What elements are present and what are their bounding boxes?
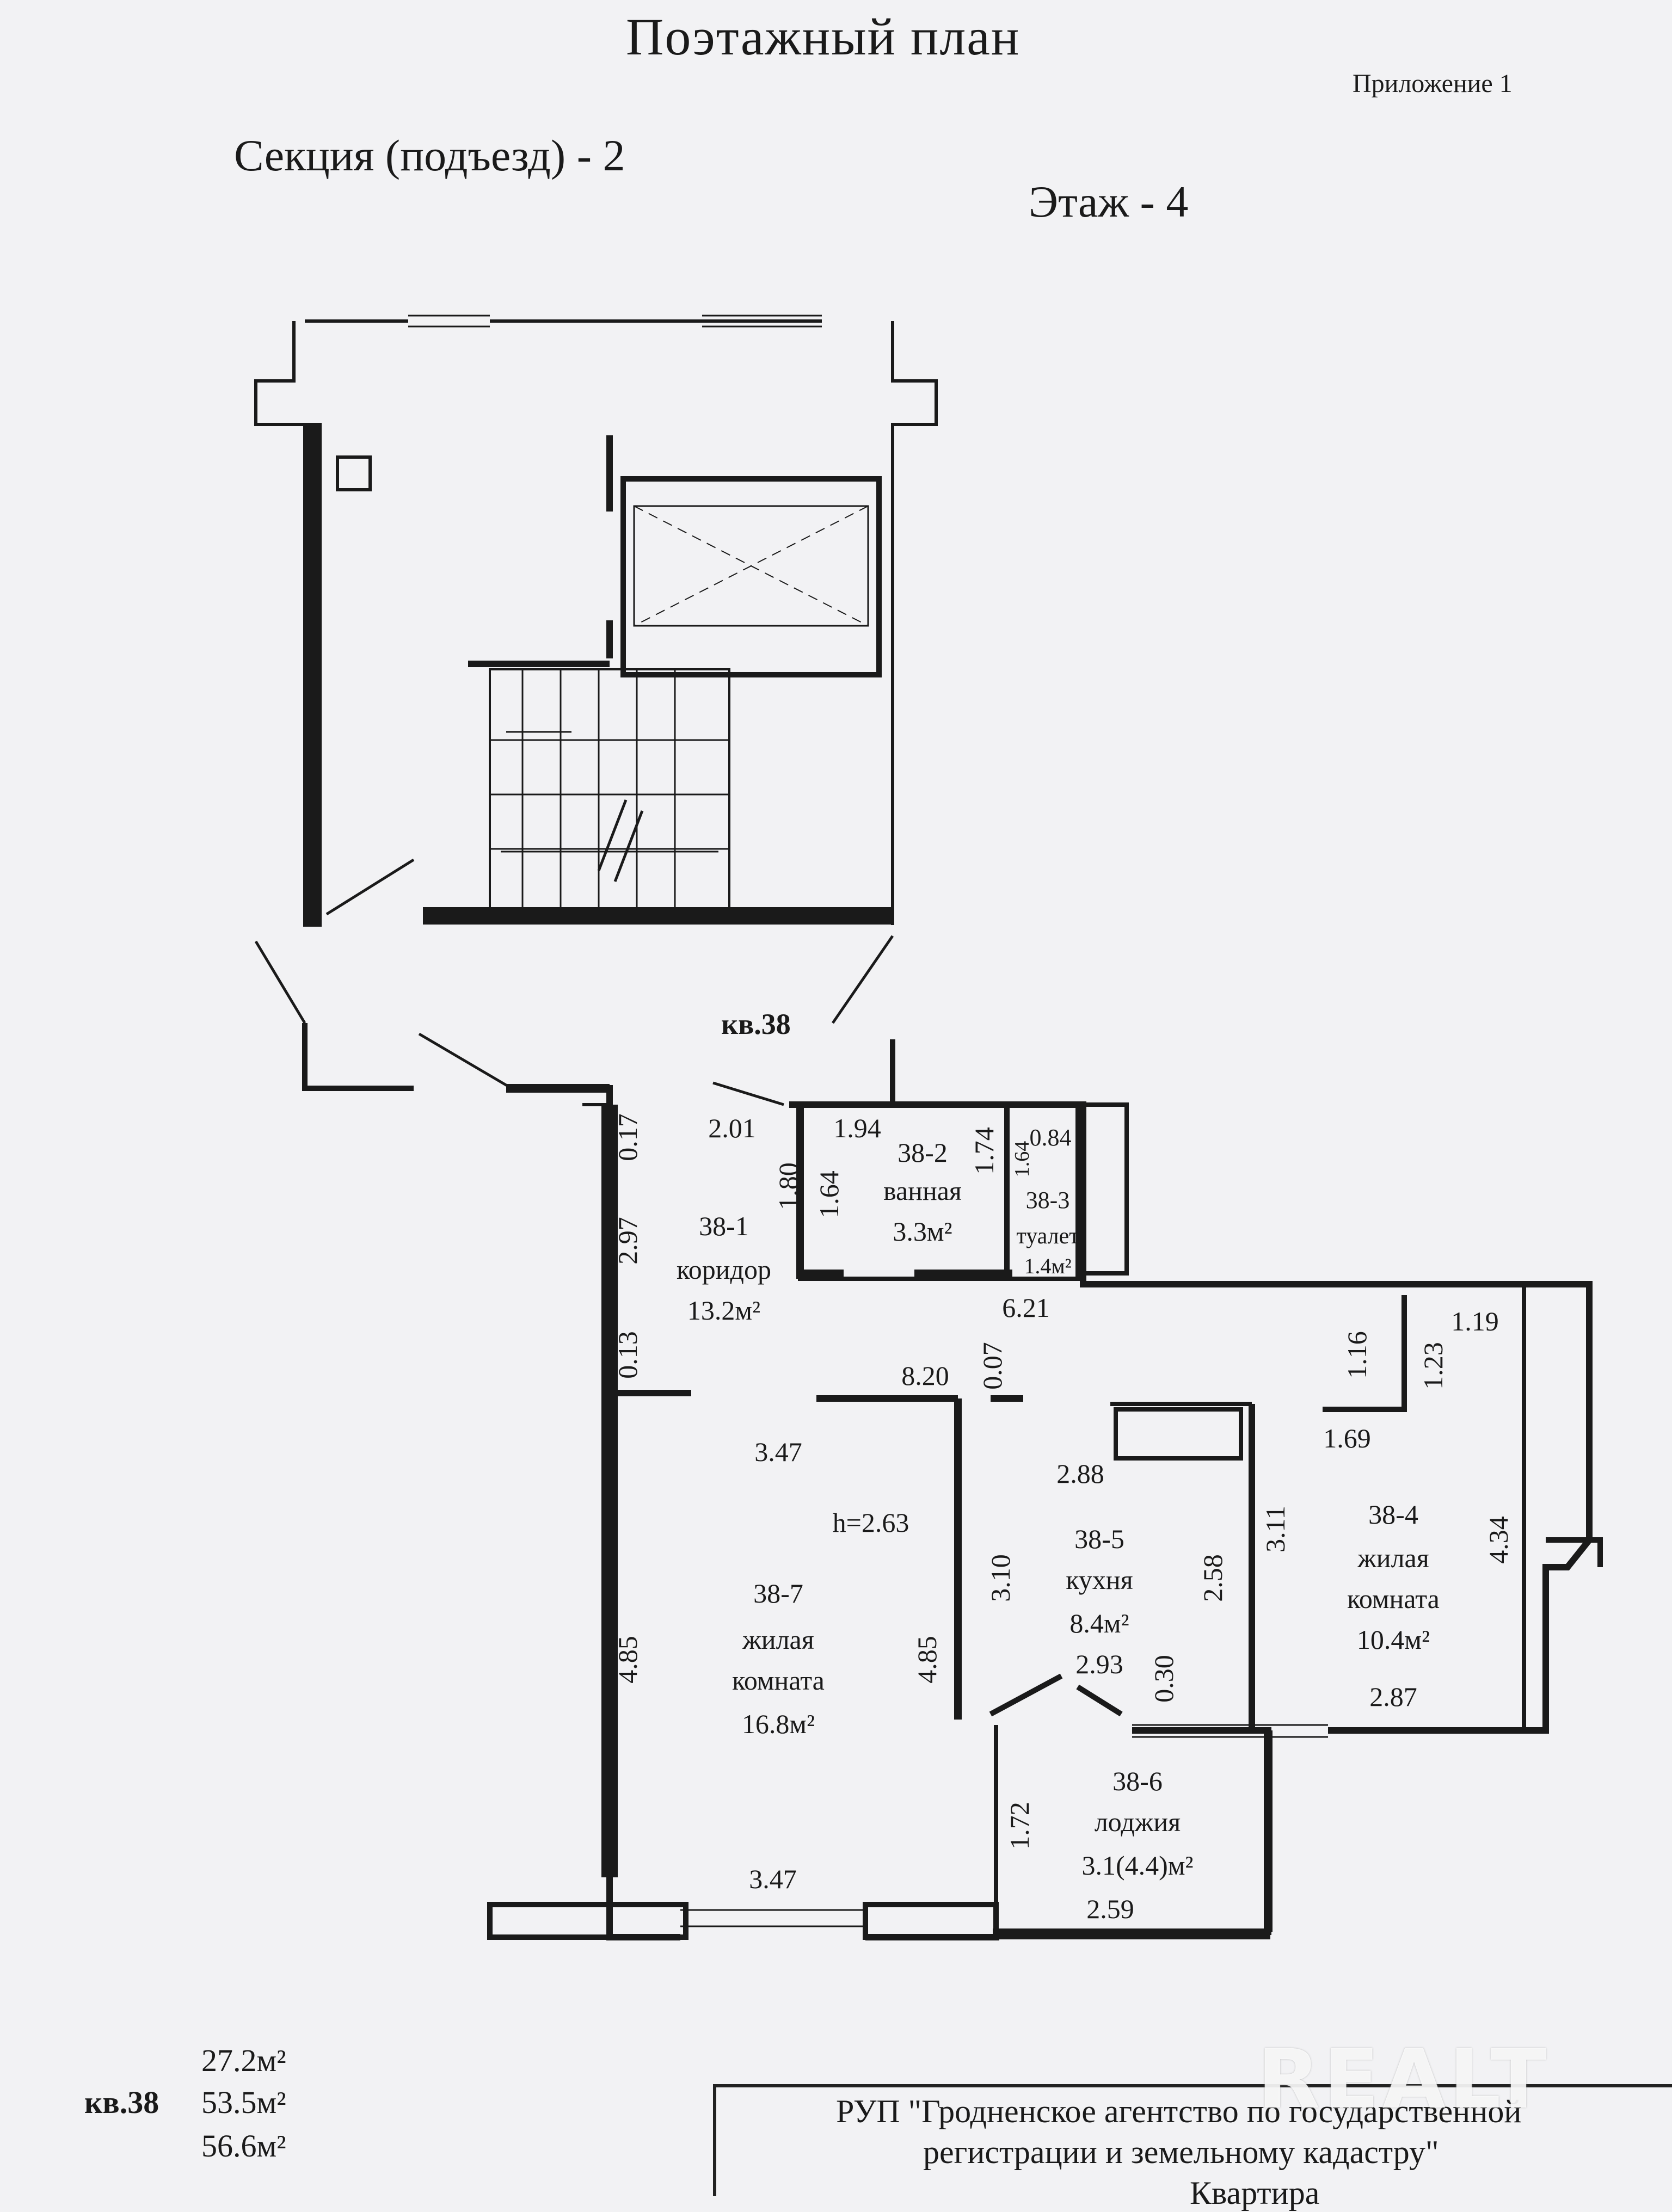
dim-4-85-right: 4.85 (912, 1636, 942, 1684)
dim-1-94: 1.94 (833, 1113, 881, 1143)
footer-org-line2: регистрации и земельному кадастру" (923, 2134, 1439, 2170)
room-38-6-id: 38-6 (1112, 1766, 1163, 1796)
dim-3-47-bottom: 3.47 (749, 1864, 797, 1894)
footer-org-line1: РУП "Гродненское агентство по государств… (836, 2093, 1522, 2129)
page-title: Поэтажный план (626, 8, 1021, 66)
dim-1-16: 1.16 (1342, 1331, 1372, 1379)
room-38-3-area: 1.4м² (1024, 1254, 1071, 1278)
dim-1-80: 1.80 (773, 1162, 803, 1210)
stairwell-left-wall-fill (303, 423, 322, 927)
room-38-3-id: 38-3 (1026, 1187, 1070, 1213)
room-38-1-id: 38-1 (699, 1211, 749, 1241)
elevator-shaft (620, 476, 882, 677)
dim-3-47-top: 3.47 (754, 1437, 802, 1467)
dim-0-13: 0.13 (612, 1331, 643, 1379)
dim-6-21: 6.21 (1002, 1292, 1050, 1323)
dim-4-34: 4.34 (1483, 1516, 1514, 1564)
room-38-5-id: 38-5 (1074, 1524, 1124, 1554)
dim-2-87: 2.87 (1369, 1681, 1417, 1712)
floor-label: Этаж - 4 (1029, 177, 1189, 226)
totals-apartment: кв.38 (84, 2085, 159, 2120)
totals-living-area: 27.2м² (201, 2043, 286, 2078)
room-38-3-name: туалет (1016, 1224, 1079, 1249)
apartment-label: кв.38 (721, 1008, 791, 1040)
stair-steps (490, 669, 729, 920)
dim-2-93: 2.93 (1075, 1649, 1123, 1679)
room-38-4-area: 10.4м² (1357, 1624, 1430, 1655)
room-38-2-name: ванная (883, 1175, 962, 1206)
dim-1-69: 1.69 (1323, 1423, 1371, 1453)
room-38-1-name: коридор (677, 1254, 771, 1285)
dim-0-30: 0.30 (1148, 1655, 1179, 1703)
room-38-6-area: 3.1(4.4)м² (1082, 1850, 1194, 1881)
dim-2-59: 2.59 (1086, 1894, 1134, 1924)
stairwell-outer-wall (305, 319, 938, 925)
dim-0-84: 0.84 (1030, 1124, 1072, 1151)
landing-wall (423, 907, 894, 925)
totals-total-area: 53.5м² (201, 2085, 286, 2120)
room-38-5-name: кухня (1066, 1564, 1133, 1595)
dim-1-64-a: 1.64 (814, 1170, 844, 1218)
room-38-4-name2: комната (1347, 1583, 1440, 1614)
apartment-outer-wall (506, 1085, 1593, 1940)
dim-2-01: 2.01 (708, 1113, 756, 1143)
ceiling-height: h=2.63 (833, 1507, 909, 1538)
appendix-label: Приложение 1 (1353, 69, 1513, 98)
room-38-1-area: 13.2м² (687, 1295, 760, 1326)
dim-1-72: 1.72 (1004, 1802, 1035, 1850)
totals-area-with-loggia: 56.6м² (201, 2128, 286, 2164)
section-label: Секция (подъезд) - 2 (234, 131, 625, 180)
dim-8-20: 8.20 (901, 1360, 949, 1391)
room-38-6-name: лоджия (1095, 1807, 1181, 1837)
elevator-cross-2 (634, 506, 869, 626)
elevator-cabin (633, 505, 869, 627)
floor-plan-drawing: кв.38 38-1 коридор 13.2м² 38-2 ванная 3.… (254, 315, 1603, 1940)
room-38-5-area: 8.4м² (1069, 1608, 1129, 1638)
stairwell-left-wall (254, 321, 306, 925)
room-38-7-name2: комната (732, 1665, 825, 1696)
footer-apartment-heading: Квартира (1190, 2175, 1320, 2211)
vent-shaft (336, 455, 372, 491)
room-38-7-id: 38-7 (753, 1578, 803, 1609)
dim-2-58: 2.58 (1197, 1554, 1228, 1602)
dim-1-23: 1.23 (1418, 1342, 1448, 1390)
footer-stamp-box: РУП "Гродненское агентство по государств… (713, 2084, 1672, 2211)
dim-4-85-left: 4.85 (612, 1636, 643, 1684)
room-38-7-area: 16.8м² (742, 1709, 815, 1739)
realt-watermark: REALT (1257, 2032, 1550, 2127)
room-38-2-area: 3.3м² (893, 1216, 952, 1247)
dim-1-19: 1.19 (1451, 1306, 1499, 1336)
dim-0-07: 0.07 (977, 1342, 1007, 1390)
room-38-4-id: 38-4 (1368, 1499, 1418, 1530)
room-38-4-name1: жилая (1357, 1543, 1429, 1573)
dim-2-88: 2.88 (1056, 1458, 1104, 1489)
dim-3-11: 3.11 (1260, 1506, 1290, 1552)
dim-1-64-b: 1.64 (1011, 1141, 1034, 1178)
room-38-7-name1: жилая (742, 1624, 814, 1655)
dim-2-97: 2.97 (612, 1217, 643, 1265)
dim-0-17: 0.17 (612, 1113, 643, 1161)
dim-3-10: 3.10 (985, 1554, 1016, 1602)
room-38-2-id: 38-2 (898, 1137, 948, 1168)
dim-1-74: 1.74 (969, 1127, 999, 1175)
